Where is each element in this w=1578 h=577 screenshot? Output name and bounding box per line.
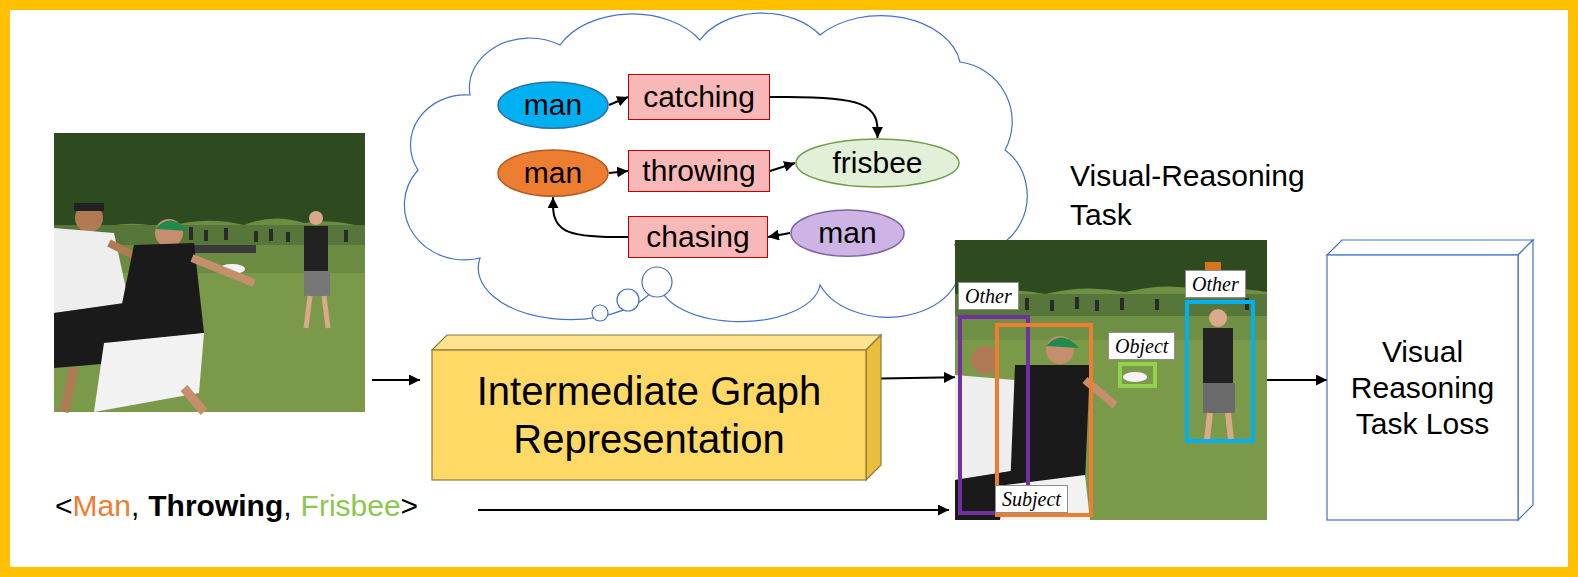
thought-bubble xyxy=(617,289,639,311)
thought-bubble xyxy=(642,267,672,297)
module-box: Intermediate Graph Representation xyxy=(432,335,881,480)
query-token: Throwing xyxy=(148,488,283,524)
query-token: , xyxy=(131,488,139,524)
entity-ellipse: man xyxy=(497,149,609,197)
query-arrow xyxy=(478,509,949,511)
predicate-text: throwing xyxy=(642,154,755,189)
thought-cloud xyxy=(404,13,1027,322)
bounding-box: Object xyxy=(1118,362,1157,388)
task-image: Visual-Reasoning TaskOtherSubjectObjectO… xyxy=(955,240,1267,520)
predicate-text: chasing xyxy=(646,220,749,255)
entity-text: man xyxy=(818,216,876,251)
task-heading: Visual-Reasoning Task xyxy=(1070,156,1330,234)
box-top-face xyxy=(432,335,881,350)
role-tag: Subject xyxy=(995,485,1068,513)
relation-arrow xyxy=(553,197,628,237)
task-photo xyxy=(955,240,1267,520)
box-front-face xyxy=(432,350,866,480)
relation-arrow xyxy=(768,233,790,237)
yellow-frame xyxy=(5,5,1573,572)
entity-ellipse: man xyxy=(497,81,609,129)
relation-arrow xyxy=(609,97,628,105)
entity-ellipse: man xyxy=(790,209,905,257)
predicate-text: catching xyxy=(643,80,755,115)
box-top-face xyxy=(1327,240,1533,255)
bounding-box: Subject xyxy=(995,323,1093,517)
relation-arrow xyxy=(609,171,628,173)
predicate-box: throwing xyxy=(628,150,770,193)
query-token: Frisbee xyxy=(301,488,401,524)
thought-bubble xyxy=(592,305,608,321)
query-token: > xyxy=(401,488,419,524)
relation-arrow xyxy=(881,377,955,378)
ellipse-shape xyxy=(796,139,959,187)
entity-text: man xyxy=(524,88,582,123)
box-side-face xyxy=(866,335,881,480)
query-token: Man xyxy=(73,488,131,524)
loss-text: Visual Reasoning Task Loss xyxy=(1351,334,1494,442)
query-triple: <Man,Throwing, Frisbee> xyxy=(55,488,418,524)
ellipse-shape xyxy=(498,82,608,128)
entity-text: man xyxy=(524,156,582,191)
box-front-face xyxy=(1327,255,1518,520)
role-tag: Other xyxy=(958,282,1019,310)
ellipse-shape xyxy=(791,210,904,256)
query-token: < xyxy=(55,488,73,524)
ellipse-shape xyxy=(498,150,608,196)
query-token: , xyxy=(283,488,291,524)
bounding-box: Other xyxy=(1185,300,1255,443)
role-tag: Other xyxy=(1185,270,1246,298)
predicate-box: catching xyxy=(628,74,770,120)
module-text: Intermediate Graph Representation xyxy=(452,367,846,463)
relation-arrow xyxy=(1267,379,1327,381)
relation-arrow xyxy=(770,163,795,171)
box-side-face xyxy=(1518,240,1533,520)
relation-arrow xyxy=(770,97,878,138)
loss-box: Visual Reasoning Task Loss xyxy=(1327,240,1533,520)
entity-text: frisbee xyxy=(832,146,922,181)
input-arrow xyxy=(372,379,420,381)
input-photo xyxy=(54,133,365,412)
role-tag: Object xyxy=(1108,332,1175,360)
entity-ellipse: frisbee xyxy=(795,138,960,188)
predicate-box: chasing xyxy=(628,216,768,259)
